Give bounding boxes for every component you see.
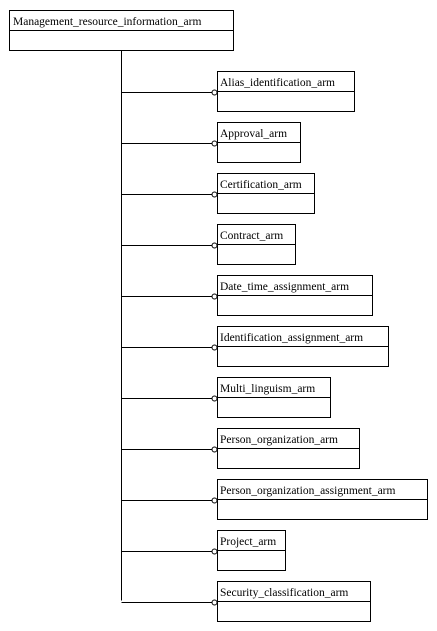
connector-circle-icon [211,395,218,402]
child-entity-label: Identification_assignment_arm [220,332,363,344]
child-entity-label: Date_time_assignment_arm [220,281,349,293]
child-entity-label: Person_organization_arm [220,434,338,446]
child-entity[interactable]: Alias_identification_arm [121,71,355,112]
child-entity[interactable]: Approval_arm [121,122,301,163]
child-entity[interactable]: Security_classification_arm [121,581,371,622]
child-entity[interactable]: Identification_assignment_arm [121,326,389,367]
connector-circle-icon [211,191,218,198]
connector-circle-icon [211,344,218,351]
child-entity[interactable]: Person_organization_assignment_arm [121,479,428,520]
child-entity[interactable]: Date_time_assignment_arm [121,275,373,316]
connector-circle-icon [211,293,218,300]
connector-circle-icon [211,446,218,453]
child-entities: Alias_identification_armApproval_armCert… [121,71,428,622]
child-entity-label: Security_classification_arm [220,587,348,599]
child-entity[interactable]: Person_organization_arm [121,428,360,469]
child-entity-label: Alias_identification_arm [220,77,335,89]
root-entity[interactable]: Management_resource_information_arm [9,10,234,51]
child-entity[interactable]: Multi_linguism_arm [121,377,331,418]
child-entity-label: Project_arm [220,536,276,548]
child-entity[interactable]: Certification_arm [121,173,315,214]
child-entity-label: Person_organization_assignment_arm [220,485,396,497]
child-entity-label: Approval_arm [220,128,287,140]
connector-circle-icon [211,599,218,606]
connector-circle-icon [211,140,218,147]
child-entity-label: Multi_linguism_arm [220,383,315,395]
root-entity-label: Management_resource_information_arm [13,16,201,28]
connector-circle-icon [211,89,218,96]
child-entity-label: Certification_arm [220,179,302,191]
connector-circle-icon [211,497,218,504]
child-entity[interactable]: Project_arm [121,530,286,571]
child-entity[interactable]: Contract_arm [121,224,296,265]
child-entity-label: Contract_arm [220,230,283,242]
connector-circle-icon [211,548,218,555]
connector-circle-icon [211,242,218,249]
